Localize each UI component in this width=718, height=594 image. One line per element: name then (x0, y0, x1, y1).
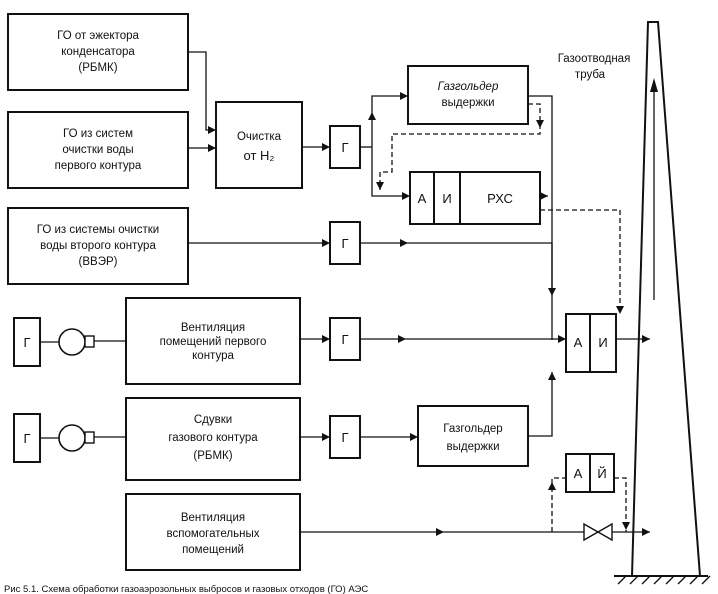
figure-caption: Рис 5.1. Схема обработки газоаэрозольных… (4, 584, 368, 594)
rhs-i-label: И (442, 191, 451, 206)
rhs-filter-box: А И РХС (409, 171, 541, 225)
vent-aux-box: Вентиляция вспомогательных помещений (125, 493, 301, 571)
gasholder-top-line-2: выдержки (441, 97, 494, 109)
primary-cleanup-line-3: первого контура (55, 160, 142, 172)
filter-low-box: А Й (565, 453, 615, 493)
gasholder-top-line-1: Газгольдер (438, 81, 499, 93)
gasholder-bottom-line-1: Газгольдер (443, 423, 502, 435)
filter-mid-i-label: И (598, 335, 607, 350)
h2-cleaning-box: Очистка от H₂ (215, 101, 303, 189)
g-box-4: Г (329, 415, 361, 459)
g-label-1: Г (341, 140, 348, 155)
filter-low-a-label: А (574, 466, 583, 481)
vent-primary-line-1: Вентиляция (181, 322, 245, 334)
g-label-2: Г (341, 236, 348, 251)
blowdown-line-3: (РБМК) (193, 450, 232, 462)
blowdown-line-1: Сдувки (194, 414, 232, 426)
secondary-cleanup-line-3: (ВВЭР) (79, 256, 118, 268)
rhs-a-label: А (418, 191, 427, 206)
filter-low-i-label: Й (597, 466, 606, 481)
h2-cleaning-line-1: Очистка (237, 131, 282, 143)
filter-mid-box: А И (565, 313, 617, 373)
vent-aux-line-1: Вентиляция (181, 512, 245, 524)
condenser-line-2: конденсатора (61, 46, 135, 58)
blowdown-box: Сдувки газового контура (РБМК) (125, 397, 301, 481)
vent-primary-line-3: контура (192, 350, 234, 362)
fan-2 (58, 424, 95, 452)
g-box-2: Г (329, 221, 361, 265)
rhs-label: РХС (487, 191, 513, 206)
secondary-cleanup-line-2: воды второго контура (40, 240, 156, 252)
vent-primary-line-2: помещений первого (160, 336, 267, 348)
stack-label-1: Газоотводная (558, 53, 631, 65)
primary-cleanup-line-1: ГО из систем (63, 128, 133, 140)
vent-primary-box: Вентиляция помещений первого контура (125, 297, 301, 385)
primary-cleanup-box: ГО из систем очистки воды первого контур… (7, 111, 189, 189)
g-box-left-1: Г (13, 317, 41, 367)
vent-aux-line-3: помещений (182, 544, 244, 556)
secondary-cleanup-line-1: ГО из системы очистки (37, 224, 159, 236)
condenser-ejector-box: ГО от эжектора конденсатора (РБМК) (7, 13, 189, 91)
flow-lines (40, 51, 650, 542)
g-box-left-2: Г (13, 413, 41, 463)
vent-aux-line-2: вспомогательных (167, 528, 260, 540)
fan-1 (58, 328, 95, 356)
blowdown-line-2: газового контура (168, 432, 258, 444)
g-label-left-2: Г (23, 431, 30, 446)
condenser-line-1: ГО от эжектора (57, 30, 139, 42)
gas-stack (614, 21, 711, 585)
h2-cleaning-line-2: от H₂ (244, 148, 275, 163)
filter-mid-a-label: А (574, 335, 583, 350)
secondary-cleanup-box: ГО из системы очистки воды второго конту… (7, 207, 189, 285)
g-box-3: Г (329, 317, 361, 361)
stack-label-2: труба (575, 69, 606, 81)
gasholder-top-box: Газгольдер выдержки (407, 65, 529, 125)
condenser-line-3: (РБМК) (78, 62, 117, 74)
g-label-3: Г (341, 332, 348, 347)
gasholder-bottom-box: Газгольдер выдержки (417, 405, 529, 467)
g-label-left-1: Г (23, 335, 30, 350)
g-label-4: Г (341, 430, 348, 445)
g-box-1: Г (329, 125, 361, 169)
gasholder-bottom-line-2: выдержки (446, 441, 499, 453)
primary-cleanup-line-2: очистки воды (62, 144, 133, 156)
